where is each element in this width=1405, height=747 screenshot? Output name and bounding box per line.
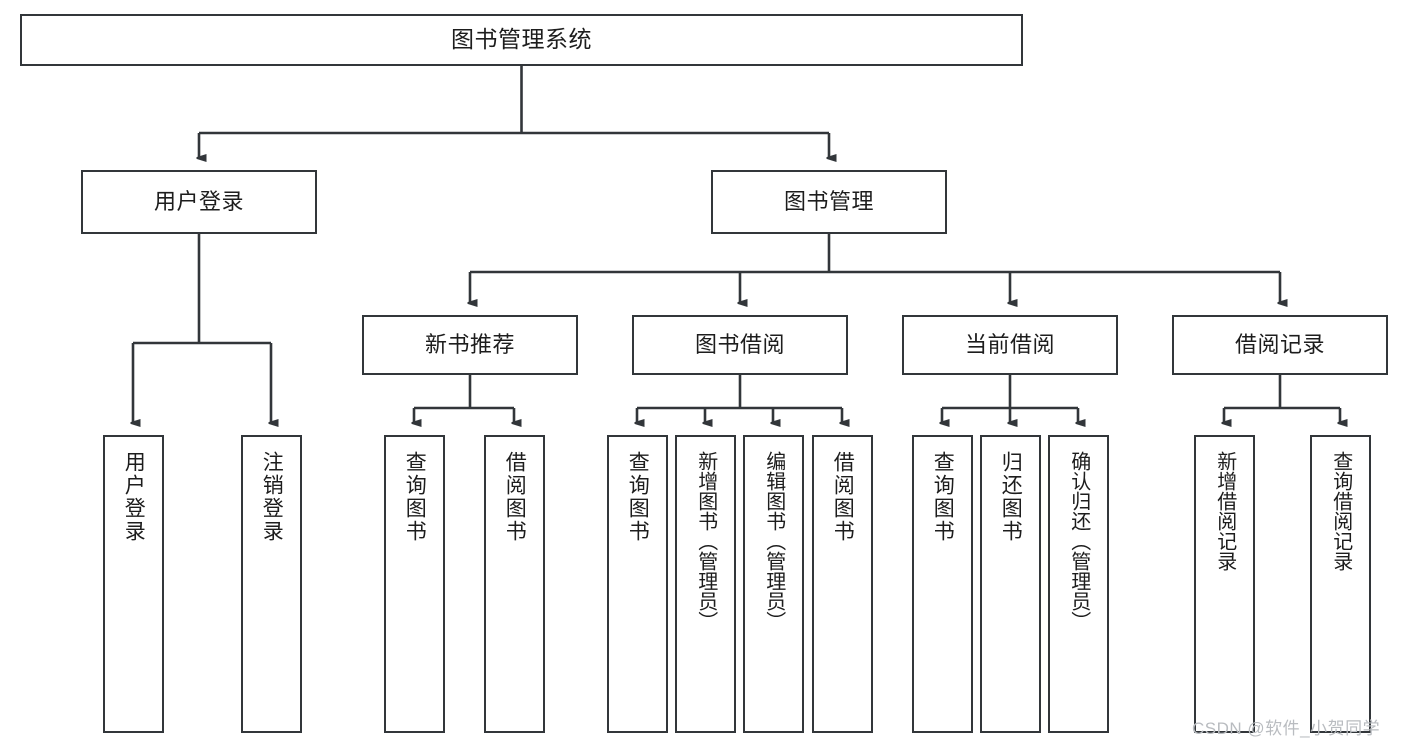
- node-label: 查询图书: [626, 451, 650, 543]
- node-current-borrowing[interactable]: 当前借阅: [902, 315, 1118, 375]
- node-book-borrowing[interactable]: 图书借阅: [632, 315, 848, 375]
- leaf-query-books-current[interactable]: 查询图书: [912, 435, 973, 733]
- node-label: 借阅图书: [831, 451, 855, 543]
- leaf-confirm-return-admin[interactable]: 确认归还（管理员）: [1048, 435, 1109, 733]
- leaf-return-books[interactable]: 归还图书: [980, 435, 1041, 733]
- leaf-borrow-books-borrowing[interactable]: 借阅图书: [812, 435, 873, 733]
- node-label: 图书管理系统: [451, 26, 592, 53]
- leaf-query-books-recommendation[interactable]: 查询图书: [384, 435, 445, 733]
- leaf-add-book-admin[interactable]: 新增图书（管理员）: [675, 435, 736, 733]
- leaf-query-books-borrowing[interactable]: 查询图书: [607, 435, 668, 733]
- leaf-logout[interactable]: 注销登录: [241, 435, 302, 733]
- node-label: 归还图书: [999, 451, 1023, 543]
- node-book-management[interactable]: 图书管理: [711, 170, 947, 234]
- node-label: 当前借阅: [964, 332, 1055, 358]
- leaf-edit-book-admin[interactable]: 编辑图书（管理员）: [743, 435, 804, 733]
- leaf-query-borrowing-record[interactable]: 查询借阅记录: [1310, 435, 1371, 733]
- node-label: 编辑图书（管理员）: [762, 451, 785, 631]
- node-label: 新书推荐: [424, 332, 515, 358]
- node-label: 确认归还（管理员）: [1067, 451, 1090, 631]
- leaf-user-login[interactable]: 用户登录: [103, 435, 164, 733]
- leaf-add-borrowing-record[interactable]: 新增借阅记录: [1194, 435, 1255, 733]
- node-label: 借阅记录: [1234, 332, 1325, 358]
- leaf-borrow-books-recommendation[interactable]: 借阅图书: [484, 435, 545, 733]
- node-label: 查询图书: [931, 451, 955, 543]
- node-label: 用户登录: [153, 189, 244, 215]
- node-label: 查询图书: [403, 451, 427, 543]
- node-label: 新增图书（管理员）: [694, 451, 717, 631]
- node-label: 注销登录: [260, 451, 284, 543]
- node-label: 新增借阅记录: [1213, 451, 1236, 571]
- node-label: 图书管理: [783, 189, 874, 215]
- node-user-login[interactable]: 用户登录: [81, 170, 317, 234]
- node-root-library-management-system[interactable]: 图书管理系统: [20, 14, 1023, 66]
- csdn-watermark: CSDN @软件_小贺同学: [1192, 719, 1381, 738]
- node-borrowing-records[interactable]: 借阅记录: [1172, 315, 1388, 375]
- node-new-book-recommendation[interactable]: 新书推荐: [362, 315, 578, 375]
- node-label: 查询借阅记录: [1329, 451, 1352, 571]
- node-label: 用户登录: [122, 451, 146, 543]
- node-label: 借阅图书: [503, 451, 527, 543]
- node-label: 图书借阅: [694, 332, 785, 358]
